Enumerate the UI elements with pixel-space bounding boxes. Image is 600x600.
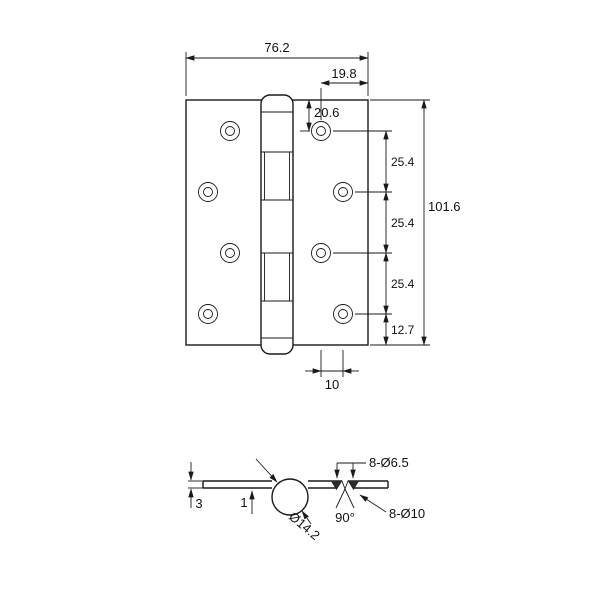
label-countersunk-holes: 8-Ø6.5 (369, 455, 409, 470)
dim-overall-height: 101.6 (428, 199, 461, 214)
dim-countersink-angle: 90° (335, 510, 355, 525)
dimension-overall-width: 76.2 (185, 40, 369, 96)
dimension-top-to-hole: 20.6 (300, 99, 339, 132)
screw-hole (198, 182, 218, 202)
label-countersunk-holes-group: 8-Ø6.5 (334, 455, 409, 479)
screw-hole (311, 121, 331, 141)
label-through-holes-group: 8-Ø10 (359, 494, 425, 521)
dim-hole-pitch-2: 25.4 (391, 216, 415, 230)
screw-hole (311, 243, 331, 263)
dimension-edge-to-hole: 19.8 (320, 66, 369, 120)
dim-top-to-hole: 20.6 (314, 105, 339, 120)
screw-hole (198, 304, 218, 324)
dimension-hole-pitch-group: 25.4 25.4 25.4 12.7 (333, 130, 415, 346)
dimension-leaf-offset: 1 (240, 490, 255, 514)
hinge-front-view: 76.2 19.8 20.6 25.4 25.4 25.4 12 (185, 40, 461, 392)
dim-hole-pitch-1: 25.4 (391, 155, 415, 169)
screw-hole (220, 121, 240, 141)
dim-hole-column-offset: 10 (325, 377, 339, 392)
dimension-knuckle-diameter: Ø14.2 (286, 509, 323, 543)
dim-leaf-thickness: 3 (195, 496, 202, 511)
screw-hole (220, 243, 240, 263)
label-through-holes: 8-Ø10 (389, 506, 425, 521)
screw-hole (333, 182, 353, 202)
dim-bottom-to-hole: 12.7 (391, 323, 415, 337)
dim-hole-pitch-3: 25.4 (391, 277, 415, 291)
dim-leaf-offset: 1 (240, 495, 247, 510)
hinge-knuckle (260, 94, 294, 355)
dim-edge-to-hole: 19.8 (331, 66, 356, 81)
section-right-leaf (308, 480, 389, 489)
dimension-leaf-thickness: 3 (188, 462, 203, 511)
dimension-overall-height: 101.6 (370, 99, 461, 346)
knuckle-leader-line (255, 458, 278, 483)
dimension-hole-column-offset: 10 (305, 350, 359, 392)
section-knuckle-circle (271, 478, 309, 516)
screw-hole (333, 304, 353, 324)
countersink-detail (330, 480, 360, 509)
hinge-section-view: 3 1 Ø14.2 90° 8-Ø6.5 8-Ø10 (188, 455, 425, 543)
dim-overall-width: 76.2 (264, 40, 289, 55)
section-left-leaf (202, 480, 272, 489)
